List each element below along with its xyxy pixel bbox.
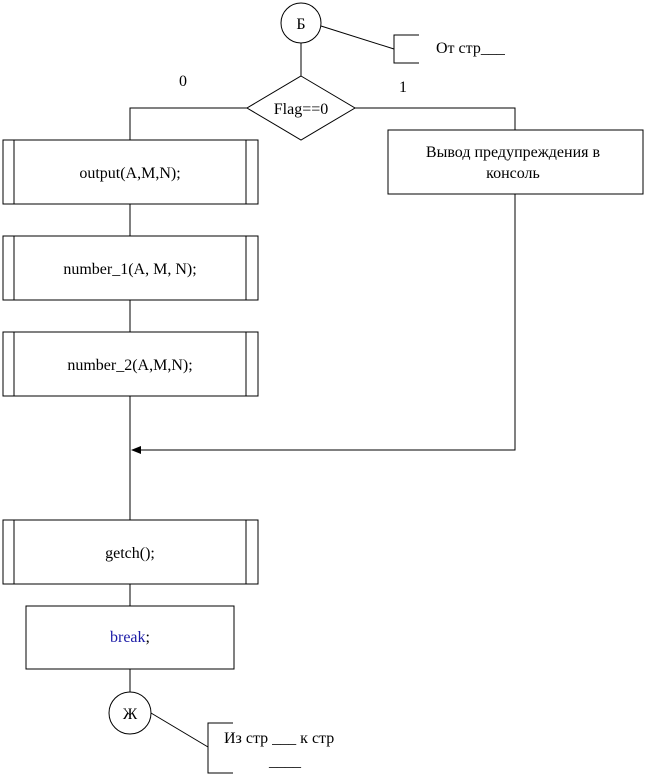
connector-b-label: Б <box>296 16 305 33</box>
connector-zh-comment-line-2: ____ <box>268 753 302 770</box>
connector-b-comment-line <box>320 25 395 50</box>
warning-block-line-1: Вывод предупреждения в <box>426 144 601 161</box>
merge-arrow <box>131 194 516 454</box>
branch-false-line <box>129 107 247 140</box>
break-suffix: ; <box>146 629 150 646</box>
warning-block <box>387 129 644 195</box>
connector-zh-comment-line <box>150 712 209 748</box>
connector-zh-comment-line-1: Из стр ___ к стр <box>224 730 334 747</box>
connector-b-comment: От стр___ <box>436 40 506 57</box>
break-block-text: break; <box>110 629 150 646</box>
warning-block-line-2: консоль <box>486 165 540 182</box>
branch-true-label: 1 <box>399 79 407 96</box>
number-1-block-text: number_1(A, M, N); <box>63 261 196 278</box>
connector-zh-comment-bracket <box>207 722 233 774</box>
output-block-text: output(A,M,N); <box>79 165 180 182</box>
connector-zh-label: Ж <box>123 706 138 723</box>
number-2-block-text: number_2(A,M,N); <box>67 357 192 374</box>
getch-block-text: getch(); <box>105 545 155 562</box>
connector-b-comment-bracket <box>393 34 419 64</box>
break-keyword: break <box>110 629 146 646</box>
decision-diamond <box>246 75 356 141</box>
branch-false-label: 0 <box>179 73 187 90</box>
decision-condition: Flag==0 <box>274 101 329 118</box>
branch-true-line <box>355 107 516 130</box>
